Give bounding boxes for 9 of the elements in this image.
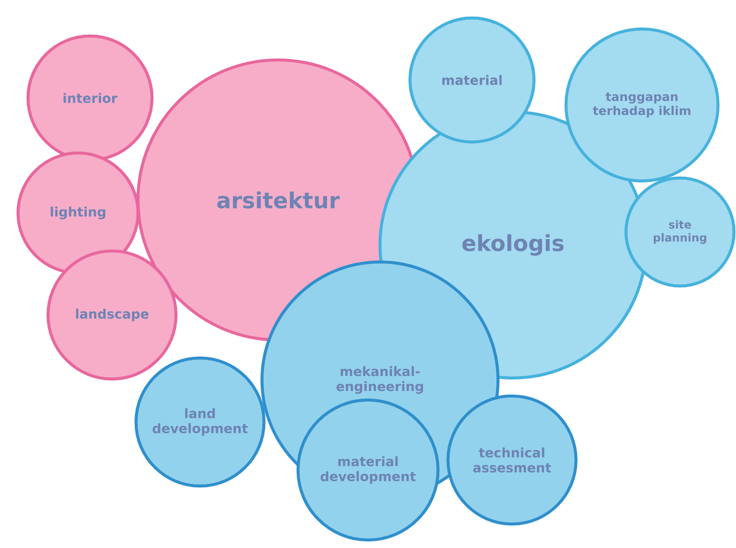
bubble: interior (26, 34, 154, 162)
bubble: site planning (624, 176, 736, 288)
node-label: material development (320, 456, 416, 484)
bubble: landscape (46, 249, 178, 380)
bubble: land development (134, 356, 266, 488)
bubble: material development (296, 398, 440, 542)
bubble: technical assesment (446, 394, 578, 526)
bubble: lighting (16, 152, 140, 274)
bubble: material (408, 16, 536, 144)
